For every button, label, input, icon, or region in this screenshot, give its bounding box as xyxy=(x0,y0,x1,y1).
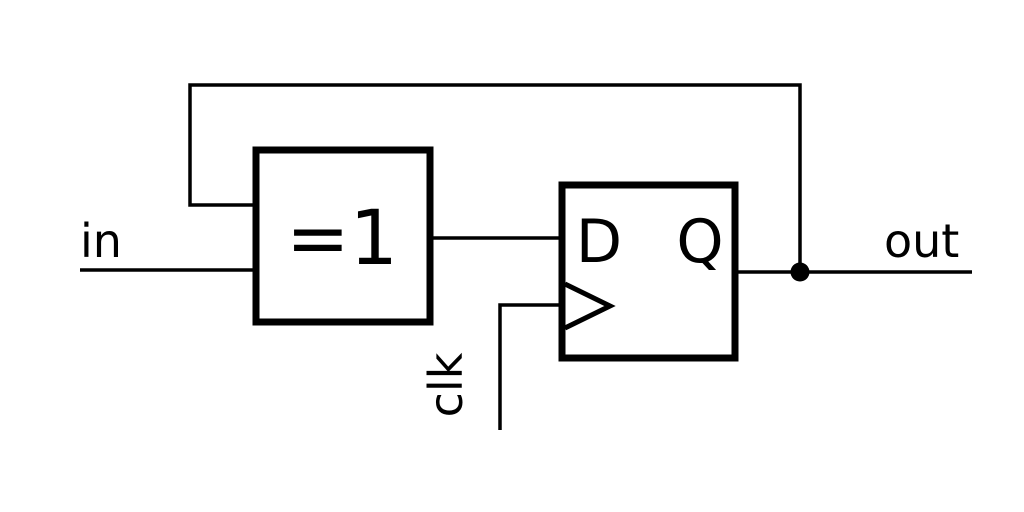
xor-gate-label: =1 xyxy=(286,193,398,282)
clock-wire xyxy=(498,303,562,430)
clock-edge-triangle-icon xyxy=(563,281,616,331)
input-label: in xyxy=(80,214,122,268)
dff-box xyxy=(558,181,739,362)
dff-q-pin-label: Q xyxy=(676,207,723,277)
dff-d-pin-label: D xyxy=(576,207,622,277)
clock-label: clk xyxy=(419,352,473,417)
xor-gate-box xyxy=(252,146,434,326)
output-label: out xyxy=(884,214,959,268)
junction-dot xyxy=(790,262,810,282)
feedback-wire xyxy=(188,83,802,268)
